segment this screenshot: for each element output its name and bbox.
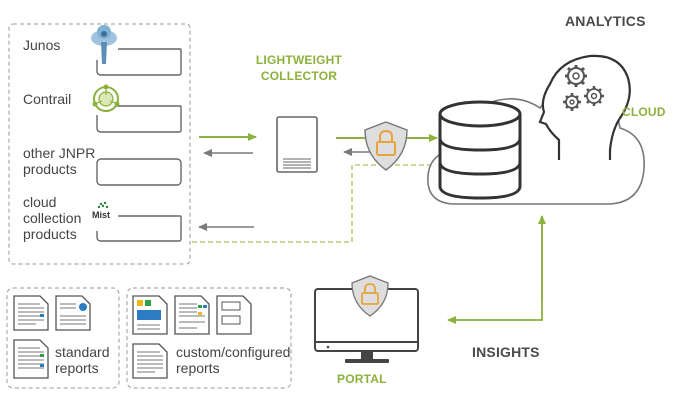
collector-device xyxy=(276,116,318,173)
source-cloud-line1: cloud xyxy=(23,194,57,210)
source-junos-label: Junos xyxy=(23,37,61,53)
source-contrail-label: Contrail xyxy=(23,91,72,107)
source-other-line1: other JNPR xyxy=(23,145,96,161)
source-other-line2: products xyxy=(23,161,77,177)
analytics-head-icon xyxy=(538,54,631,160)
custom-reports-line2: reports xyxy=(176,360,220,376)
source-cloud-line2: collection xyxy=(23,210,82,226)
junos-icon xyxy=(91,25,117,64)
cloud-collection-box xyxy=(96,215,182,242)
portal-shield-lock-icon xyxy=(351,275,389,317)
custom-report-doc-1 xyxy=(132,295,168,335)
cloud-label: CLOUD xyxy=(622,105,666,119)
analytics-label: ANALYTICS xyxy=(565,13,646,29)
source-cloud-line3: products xyxy=(23,226,77,242)
portal-monitor-icon xyxy=(314,288,419,363)
custom-reports-container xyxy=(126,287,292,389)
database-icon xyxy=(438,100,522,200)
custom-reports-line1: custom/configured xyxy=(176,344,291,360)
collector-label-line2: COLLECTOR xyxy=(260,69,338,83)
standard-report-doc-2 xyxy=(55,295,91,331)
custom-report-doc-4 xyxy=(132,343,168,379)
mist-logo-text: Mist xyxy=(92,210,110,220)
mist-logo-icon xyxy=(97,201,109,209)
junos-box xyxy=(96,48,182,76)
standard-reports-line1: standard xyxy=(55,344,110,360)
standard-reports-line2: reports xyxy=(55,360,99,376)
standard-report-doc-3 xyxy=(13,339,49,379)
portal-label: PORTAL xyxy=(337,372,387,386)
insights-label: INSIGHTS xyxy=(472,344,540,360)
collector-label-line1: LIGHTWEIGHT xyxy=(255,53,343,67)
contrail-icon xyxy=(92,84,120,112)
custom-report-doc-3 xyxy=(216,295,252,335)
standard-reports-container xyxy=(6,287,120,389)
contrail-box xyxy=(96,105,182,133)
sources-container xyxy=(8,23,191,265)
shield-lock-icon xyxy=(364,121,408,171)
dashed-return-path xyxy=(190,164,440,243)
standard-report-doc-1 xyxy=(13,295,49,331)
custom-report-doc-2 xyxy=(174,295,210,335)
other-jnpr-box xyxy=(96,158,182,186)
arrow-cloud-portal xyxy=(447,218,543,324)
